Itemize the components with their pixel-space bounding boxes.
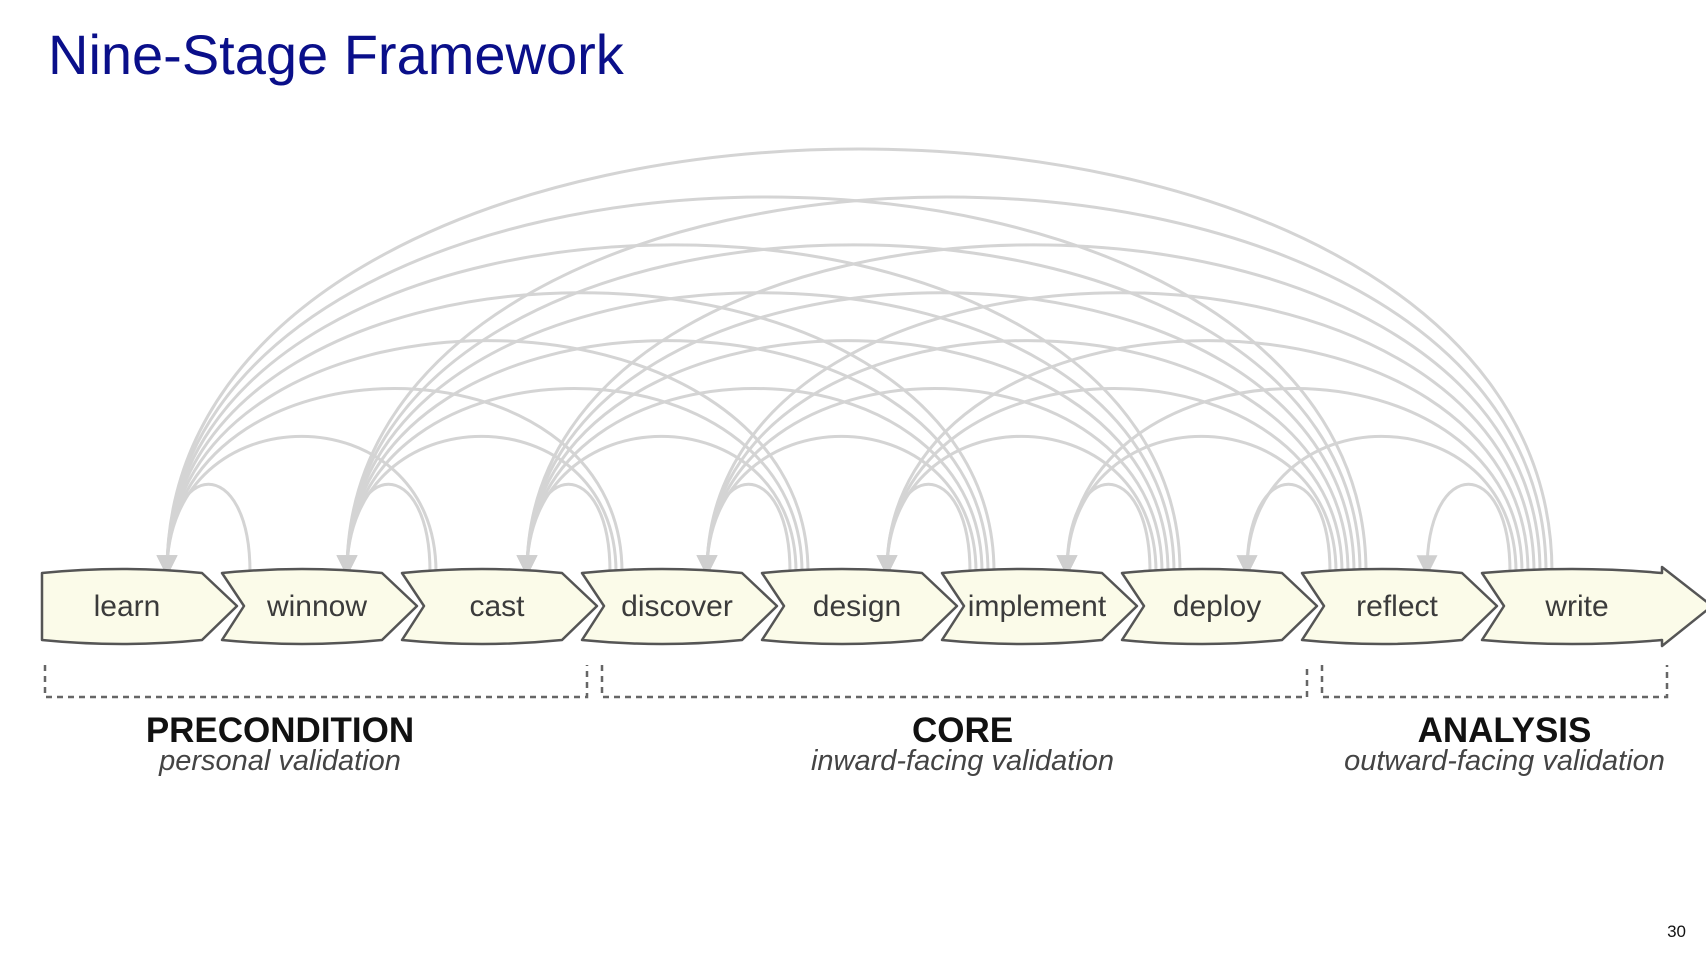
- group-title-0: PRECONDITION: [146, 711, 414, 750]
- stage-arrow-design: [760, 567, 959, 646]
- backward-arc-reflect-to-cast: [516, 291, 1356, 577]
- backward-arc-discover-to-winnow: [336, 434, 618, 577]
- backward-arc-reflect-to-winnow: [336, 243, 1362, 577]
- backward-arc-implement-to-learn: [156, 291, 996, 577]
- backward-arc-deploy-to-winnow: [336, 291, 1176, 577]
- backward-arc-write-to-deploy: [1236, 434, 1518, 577]
- stage-arrow-cast: [400, 567, 599, 646]
- group-bracket-2: [1320, 665, 1669, 699]
- group-subtitle-0: personal validation: [158, 745, 401, 777]
- stage-arrows: learn winnow cast discover design implement de…: [40, 565, 1706, 648]
- backward-arc-reflect-to-learn: [156, 195, 1368, 577]
- stage-label-cast: cast: [469, 590, 525, 623]
- group-title-1: CORE: [912, 711, 1013, 750]
- stage-arrow-winnow: [220, 567, 419, 646]
- backward-arc-design-to-winnow: [336, 387, 804, 577]
- backward-arc-write-to-reflect: [1416, 482, 1512, 577]
- backward-arc-write-to-winnow: [336, 195, 1548, 577]
- stage-label-winnow: winnow: [266, 590, 367, 623]
- stage-label-learn: learn: [94, 590, 161, 623]
- backward-arc-deploy-to-design: [876, 434, 1158, 577]
- backward-arc-write-to-cast: [516, 243, 1542, 577]
- page-number: 30: [1667, 922, 1686, 941]
- stage-arrow-discover: [580, 567, 779, 646]
- backward-arc-write-to-learn: [156, 147, 1554, 577]
- backward-arc-write-to-discover: [696, 291, 1536, 577]
- backward-arc-discover-to-learn: [156, 387, 624, 577]
- backward-arc-deploy-to-discover: [696, 387, 1164, 577]
- stage-arrow-implement: [940, 567, 1139, 646]
- stage-arrow-write: [1480, 565, 1706, 648]
- group-title-2: ANALYSIS: [1418, 711, 1592, 750]
- stage-arrow-reflect: [1300, 567, 1499, 646]
- stage-arrow-learn: [40, 567, 239, 646]
- stage-label-deploy: deploy: [1173, 590, 1261, 623]
- stage-label-reflect: reflect: [1356, 590, 1438, 623]
- stage-label-write: write: [1544, 590, 1608, 623]
- backward-arcs: [156, 147, 1554, 577]
- stage-label-design: design: [813, 590, 901, 623]
- backward-arc-write-to-implement: [1056, 387, 1524, 577]
- backward-arc-design-to-cast: [516, 434, 798, 577]
- group-subtitle-2: outward-facing validation: [1344, 745, 1665, 777]
- backward-arc-reflect-to-design: [876, 387, 1344, 577]
- stage-arrow-deploy: [1120, 567, 1319, 646]
- backward-arc-deploy-to-learn: [156, 243, 1182, 577]
- slide-title: Nine-Stage Framework: [48, 23, 624, 86]
- backward-arc-reflect-to-implement: [1056, 434, 1338, 577]
- group-bracket-1: [600, 665, 1309, 699]
- backward-arc-cast-to-learn: [156, 434, 438, 577]
- backward-arc-write-to-design: [876, 339, 1530, 577]
- backward-arc-implement-to-discover: [696, 434, 978, 577]
- stage-label-implement: implement: [968, 590, 1107, 623]
- group-bracket-0: [43, 665, 589, 699]
- backward-arc-implement-to-cast: [516, 387, 984, 577]
- stage-label-discover: discover: [621, 590, 733, 623]
- group-subtitle-1: inward-facing validation: [811, 745, 1114, 777]
